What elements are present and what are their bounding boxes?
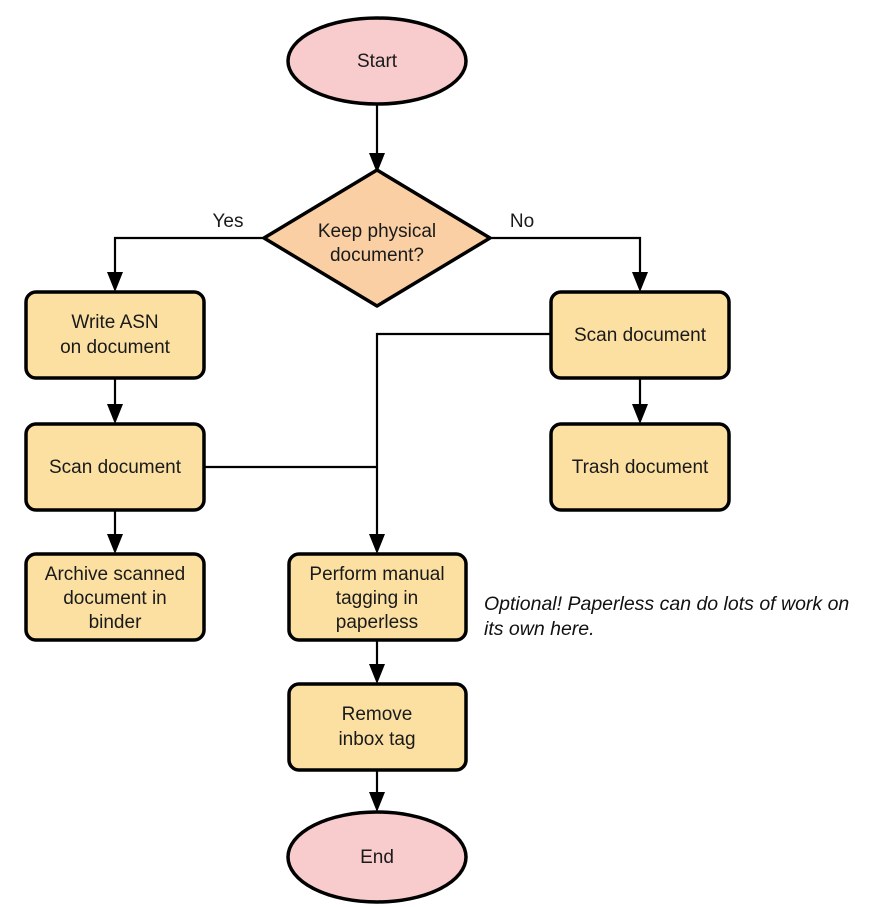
edge-scan-right-to-tagging — [369, 332, 551, 554]
edge-label-no: No — [510, 211, 534, 232]
node-start[interactable]: Start — [286, 16, 468, 106]
scan-document-right-box[interactable] — [549, 290, 731, 380]
arrow-head — [369, 792, 385, 812]
start-label: Start — [357, 51, 398, 72]
trash-document-box[interactable] — [549, 422, 731, 512]
scan-document-left-label: Scan document — [49, 457, 182, 478]
write-asn-label-line-1: Write ASN — [71, 312, 158, 333]
arrow-head — [107, 534, 123, 554]
end-label: End — [360, 847, 394, 868]
node-scan-document-left[interactable]: Scan document — [24, 422, 206, 512]
edge-tagging-to-remove-inbox — [369, 640, 385, 684]
arrow-head — [107, 404, 123, 424]
node-scan-document-right[interactable]: Scan document — [549, 290, 731, 380]
optional-note-line-2: its own here. — [484, 618, 595, 640]
start-ellipse[interactable] — [286, 16, 468, 106]
trash-document-label: Trash document — [572, 457, 709, 478]
edge-scan-right-to-trash — [632, 378, 648, 424]
node-perform-manual-tagging[interactable]: Perform manual tagging in paperless — [287, 552, 468, 642]
annotation-optional-note: Optional! Paperless can do lots of work … — [484, 593, 849, 640]
edge-label-yes: Yes — [213, 211, 244, 232]
edge-scan-left-to-archive — [107, 510, 123, 554]
edge-decision-no: No — [490, 211, 648, 292]
node-remove-inbox-tag[interactable]: Remove inbox tag — [287, 682, 468, 772]
edge-start-to-decision — [369, 104, 385, 173]
archive-binder-label-line-2: document in — [63, 588, 167, 609]
optional-note-line-1: Optional! Paperless can do lots of work … — [484, 593, 849, 615]
perform-manual-tagging-label-line-2: tagging in — [336, 588, 418, 609]
edge-write-asn-to-scan — [107, 378, 123, 424]
remove-inbox-tag-box[interactable] — [287, 682, 468, 772]
write-asn-label-line-2: on document — [60, 337, 171, 358]
perform-manual-tagging-box[interactable] — [287, 552, 468, 642]
node-end[interactable]: End — [286, 810, 468, 904]
arrow-head — [632, 272, 648, 292]
perform-manual-tagging-label-line-3: paperless — [336, 612, 418, 633]
arrow-head — [369, 153, 385, 173]
end-ellipse[interactable] — [286, 810, 468, 904]
node-write-asn[interactable]: Write ASN on document — [24, 290, 206, 380]
arrow-head — [369, 664, 385, 684]
archive-binder-box[interactable] — [24, 552, 206, 642]
decision-diamond[interactable] — [262, 168, 492, 308]
remove-inbox-tag-label-line-2: inbox tag — [338, 729, 415, 750]
scan-document-left-box[interactable] — [24, 422, 206, 512]
node-trash-document[interactable]: Trash document — [549, 422, 731, 512]
edge-line — [375, 332, 551, 544]
decision-label-line-1: Keep physical — [318, 221, 436, 242]
arrow-head — [369, 534, 385, 554]
archive-binder-label-line-1: Archive scanned — [45, 564, 185, 585]
arrow-head — [107, 272, 123, 292]
edge-line — [113, 236, 264, 282]
archive-binder-label-line-3: binder — [89, 612, 142, 633]
perform-manual-tagging-label-line-1: Perform manual — [309, 564, 444, 585]
edge-decision-yes: Yes — [107, 211, 264, 292]
edge-line — [490, 236, 642, 282]
decision-label-line-2: document? — [330, 245, 424, 266]
remove-inbox-tag-label-line-1: Remove — [342, 704, 413, 725]
write-asn-box[interactable] — [24, 290, 206, 380]
node-decision-keep-physical[interactable]: Keep physical document? — [262, 168, 492, 308]
arrow-head — [632, 404, 648, 424]
node-archive-binder[interactable]: Archive scanned document in binder — [24, 552, 206, 642]
edge-remove-inbox-to-end — [369, 770, 385, 812]
scan-document-right-label: Scan document — [574, 325, 707, 346]
